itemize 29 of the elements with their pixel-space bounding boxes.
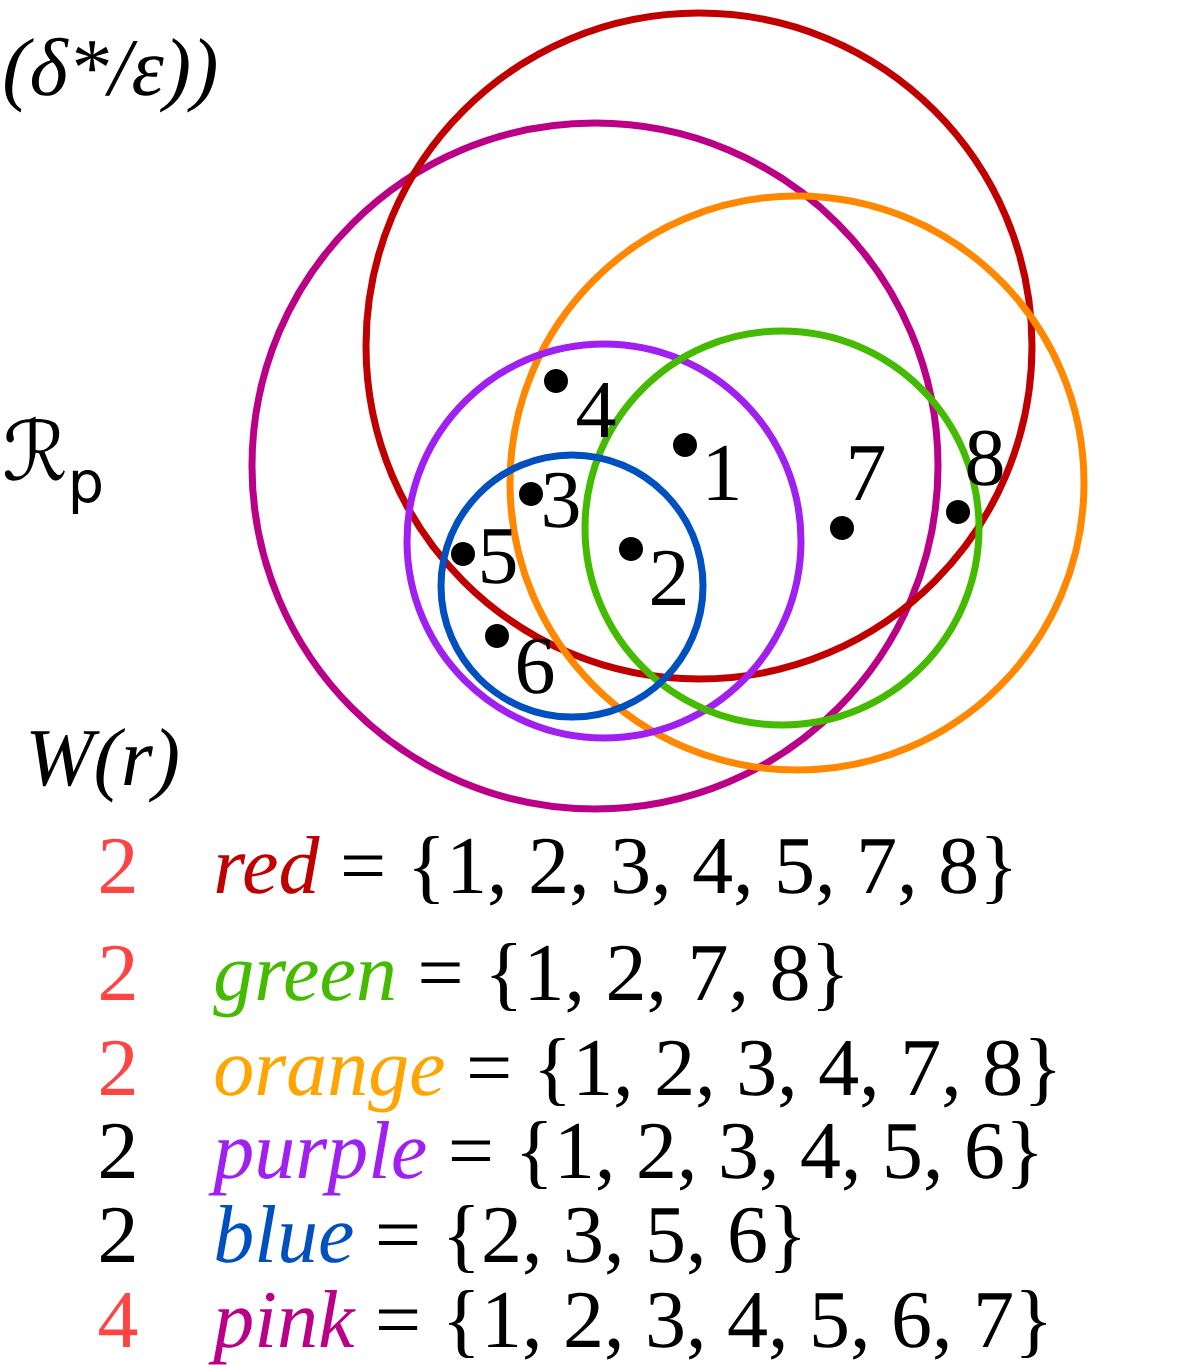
formula-label: (δ*/ε))	[5, 37, 216, 113]
set-size: 4	[99, 1293, 138, 1347]
point-number: 2	[652, 550, 685, 605]
point-number: 3	[544, 472, 579, 528]
point-number: 7	[850, 446, 885, 500]
set-definition: = {1, 2, 3, 4, 7, 8}	[470, 1038, 1056, 1108]
set-name: orange	[215, 1056, 444, 1113]
formula-label: W(r)	[30, 728, 178, 803]
set-definition: = {1, 2, 7, 8}	[421, 943, 843, 1013]
set-name: purple	[208, 1121, 426, 1196]
point-number: 1	[708, 445, 738, 500]
point-number: 6	[518, 638, 554, 694]
set-size: 2	[101, 1207, 134, 1262]
set-definition: = {1, 2, 3, 4, 5, 6}	[451, 1121, 1037, 1191]
set-size: 2	[101, 1123, 134, 1178]
point-number: 5	[482, 529, 516, 584]
set-size: 2	[101, 945, 134, 1000]
point-number: 8	[967, 430, 1003, 486]
set-size: 2	[101, 838, 134, 893]
set-name: blue	[216, 1205, 353, 1263]
set-definition: = {1, 2, 3, 4, 5, 6, 7}	[378, 1290, 1046, 1360]
point-number: 4	[577, 383, 616, 437]
set-name: pink	[208, 1290, 356, 1365]
set-size: 2	[101, 1040, 134, 1095]
set-name: red	[216, 836, 320, 894]
set-name: green	[213, 961, 394, 1018]
set-definition: = {2, 3, 5, 6}	[378, 1205, 800, 1275]
set-definition: = {1, 2, 3, 4, 5, 7, 8}	[344, 836, 1012, 906]
formula-label: ℛ$_{p}$	[4, 416, 101, 515]
